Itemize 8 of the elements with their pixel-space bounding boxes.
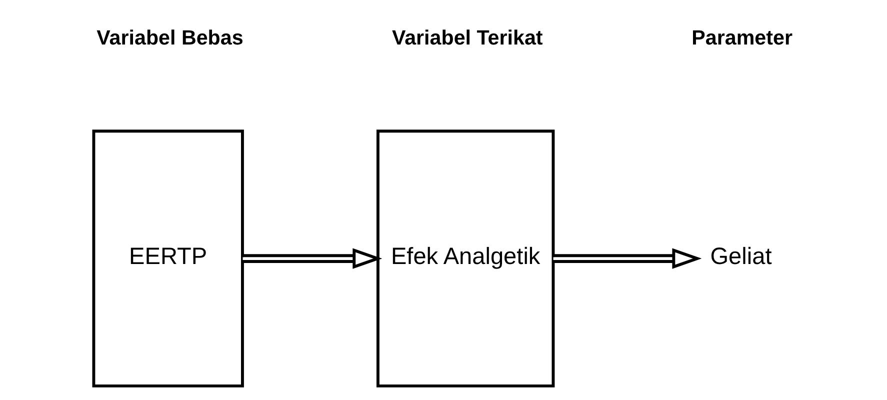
arrow <box>553 248 702 269</box>
arrow <box>242 248 382 269</box>
node-text: Geliat <box>710 243 772 270</box>
node-box: Efek Analgetik <box>376 130 555 388</box>
label: Variabel Terikat <box>392 26 543 50</box>
label: Parameter <box>692 26 792 50</box>
node-box: EERTP <box>92 130 244 388</box>
label: Variabel Bebas <box>96 26 244 50</box>
